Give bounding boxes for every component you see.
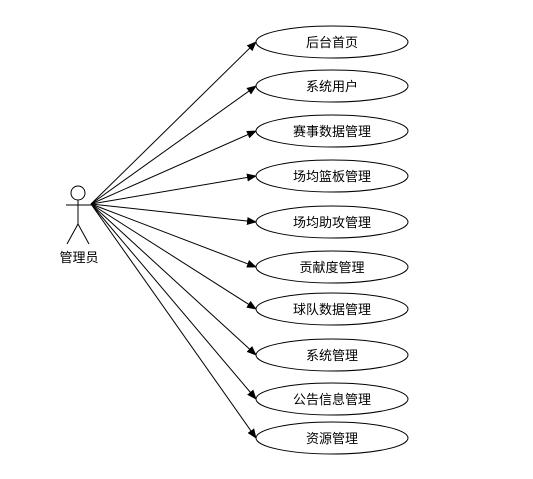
use-case: 场均篮板管理	[255, 159, 409, 193]
use-case-ellipse	[255, 338, 409, 372]
use-case-ellipse	[255, 250, 409, 284]
actor-figure	[66, 185, 91, 245]
use-case-label: 场均篮板管理	[293, 170, 371, 185]
actor-left-leg	[66, 223, 79, 245]
use-case: 公告信息管理	[255, 382, 409, 416]
actor-label: 管理员	[59, 251, 98, 266]
use-case-label: 贡献度管理	[299, 260, 364, 276]
association-arrow	[90, 203, 257, 400]
use-case-label: 后台首页	[306, 36, 358, 51]
use-case-ellipse	[255, 292, 409, 326]
association-arrow	[90, 130, 257, 205]
actor-right-leg	[77, 223, 90, 245]
use-case-ellipse	[255, 114, 409, 148]
use-case-label: 赛事数据管理	[293, 124, 371, 140]
association-arrow	[90, 203, 257, 356]
use-case-ellipse	[255, 205, 409, 239]
association-arrow	[90, 203, 257, 226]
use-case: 球队数据管理	[255, 292, 409, 326]
use-case: 后台首页	[255, 25, 409, 59]
use-case: 场均助攻管理	[255, 205, 409, 239]
use-case-label: 球队数据管理	[293, 303, 371, 318]
association-arrow	[90, 41, 257, 205]
use-case-label: 资源管理	[306, 432, 358, 447]
use-case-ellipse	[255, 382, 409, 416]
use-case-list: 后台首页系统用户赛事数据管理场均篮板管理场均助攻管理贡献度管理球队数据管理系统管…	[255, 25, 409, 455]
actor-head	[70, 185, 86, 201]
use-case-ellipse	[255, 159, 409, 193]
use-case: 系统管理	[255, 338, 409, 372]
use-case: 赛事数据管理	[255, 114, 409, 148]
use-case-ellipse	[255, 69, 409, 103]
association-lines	[90, 41, 257, 439]
association-arrow	[90, 203, 257, 268]
use-case-label: 公告信息管理	[293, 392, 371, 408]
association-arrow	[90, 173, 257, 205]
use-case: 系统用户	[255, 69, 409, 103]
use-case-label: 场均助攻管理	[293, 216, 371, 231]
association-arrow	[90, 203, 257, 310]
association-arrow	[90, 203, 257, 439]
use-case-ellipse	[255, 421, 409, 455]
association-arrow	[90, 85, 257, 205]
use-case-ellipse	[255, 25, 409, 59]
use-case-label: 系统用户	[306, 79, 358, 95]
use-case: 贡献度管理	[255, 250, 409, 284]
use-case-label: 系统管理	[306, 349, 358, 364]
use-case: 资源管理	[255, 421, 409, 455]
